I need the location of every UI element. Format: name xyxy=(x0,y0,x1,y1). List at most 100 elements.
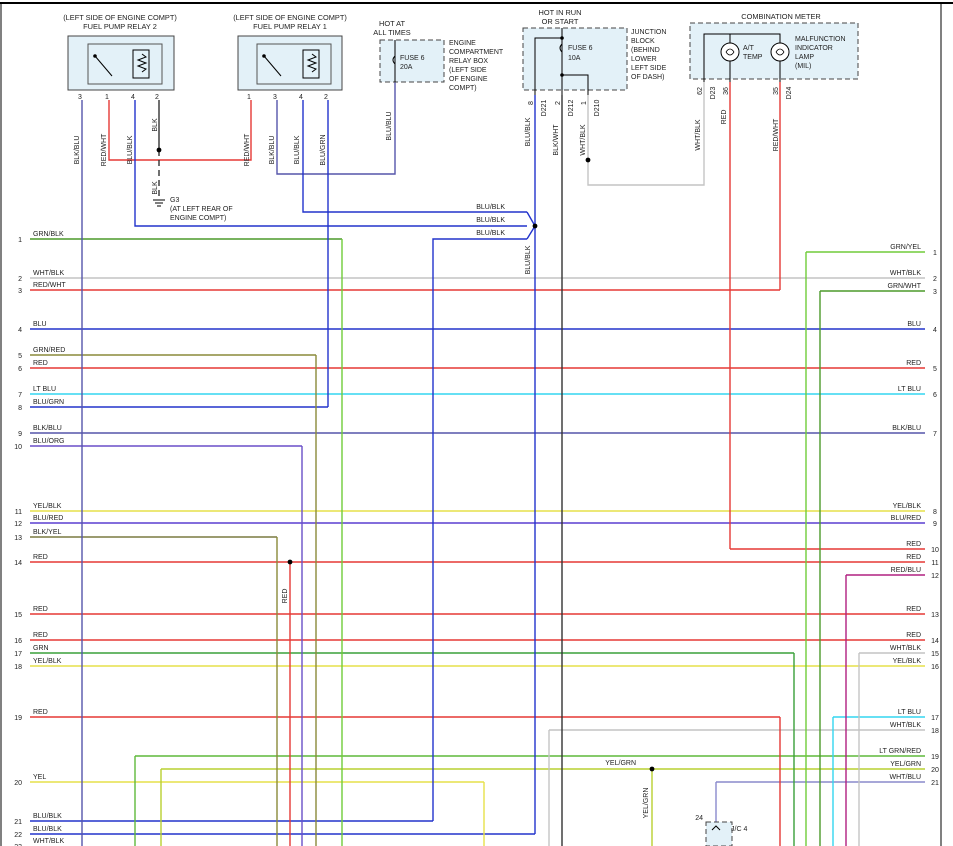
bus-wire-label: BLU/BLK xyxy=(476,204,505,211)
left-wire-color: BLU xyxy=(33,321,47,328)
left-wire-color: RED xyxy=(33,606,48,613)
left-pin-number: 11 xyxy=(15,509,22,516)
ec-box-label: RELAY BOX xyxy=(449,58,488,65)
junction-connector-4: 24 J/C 4 xyxy=(695,815,747,846)
relay2-box xyxy=(67,35,175,91)
left-pin-number: 16 xyxy=(14,638,22,645)
right-wire-color: RED xyxy=(906,632,921,639)
left-pin-number: 22 xyxy=(14,832,22,839)
right-pin-number: 10 xyxy=(931,547,939,554)
ec-box-label: (LEFT SIDE xyxy=(449,67,487,74)
splice-dot xyxy=(560,73,564,77)
wire-v-blublk-relay2 xyxy=(134,100,527,227)
wire-color-label: BLK/WHT xyxy=(553,124,560,156)
right-wire-color: WHT/BLK xyxy=(890,645,921,652)
wire-color-label: BLU/BLK xyxy=(127,135,134,164)
relay2-pin: 3 xyxy=(78,94,82,101)
left-wire-color: BLK/BLU xyxy=(33,425,62,432)
ec-fuse-name: FUSE 6 xyxy=(400,55,425,62)
right-wire-color: YEL/BLK xyxy=(893,658,922,665)
meter-title: COMBINATION METER xyxy=(741,12,821,21)
jc4-box xyxy=(705,821,733,846)
right-wire-color: RED xyxy=(906,554,921,561)
relay2-pin: 2 xyxy=(155,94,159,101)
left-wire-color: BLU/BLK xyxy=(33,813,62,820)
hot-run-label: OR START xyxy=(542,17,579,26)
left-pin-number: 12 xyxy=(14,521,22,528)
ec-fuse-rating: 20A xyxy=(400,64,413,71)
connector-pins: 8 D221 2 D212 1 D210 62 D23 36 35 D24 xyxy=(528,86,793,116)
ground-desc: (AT LEFT REAR OF xyxy=(170,206,233,213)
right-wire-color: WHT/BLU xyxy=(890,774,922,781)
jb-connector: D212 xyxy=(568,100,575,117)
left-pin-number: 21 xyxy=(14,819,22,826)
relay1-box xyxy=(237,35,343,91)
wire-color-label: BLU/BLK xyxy=(525,117,532,146)
left-wire-color: GRN xyxy=(33,645,49,652)
right-pin-number: 3 xyxy=(933,289,937,296)
ground-desc: ENGINE COMPT) xyxy=(170,215,226,222)
fuel-pump-relay-1: (LEFT SIDE OF ENGINE COMPT) FUEL PUMP RE… xyxy=(233,13,347,101)
ec-box-label: COMPARTMENT xyxy=(449,49,504,56)
right-wire-color: GRN/WHT xyxy=(888,283,922,290)
vertical-wires xyxy=(81,80,860,846)
wire-color-label: RED/WHT xyxy=(773,118,780,151)
right-pin-number: 21 xyxy=(931,780,939,787)
wire-color-label: RED xyxy=(721,110,728,125)
left-wire-color: YEL/BLK xyxy=(33,658,62,665)
jb-branch-line xyxy=(562,74,589,95)
wire-color-label: WHT/BLK xyxy=(695,119,702,150)
jb-label: OF DASH) xyxy=(631,74,664,81)
right-pin-number: 11 xyxy=(931,560,938,567)
relay1-pin: 3 xyxy=(273,94,277,101)
left-pin-number: 3 xyxy=(18,288,22,295)
wire-color-label: BLK xyxy=(152,181,159,195)
left-wire-color: RED xyxy=(33,360,48,367)
right-wire-color: YEL/GRN xyxy=(890,761,921,768)
at-temp-label: A/T xyxy=(743,45,755,52)
wire-v-blu-bus xyxy=(432,238,527,821)
left-wire-color: RED xyxy=(33,632,48,639)
right-wire-color: GRN/YEL xyxy=(890,244,921,251)
jc4-pin: 24 xyxy=(695,815,703,822)
jc4-name: J/C 4 xyxy=(731,826,747,833)
wire-color-label: YEL/GRN xyxy=(643,788,650,819)
wire-color-label: BLU/BLU xyxy=(386,111,393,140)
wire-color-label: BLU/BLK xyxy=(294,135,301,164)
relay1-name: FUEL PUMP RELAY 1 xyxy=(253,22,327,31)
bus-wire-label: BLU/BLK xyxy=(476,217,505,224)
relay1-contact-icon xyxy=(262,54,266,58)
relay2-contact-icon xyxy=(93,54,97,58)
left-pin-number: 5 xyxy=(18,353,22,360)
mil-label: (MIL) xyxy=(795,63,811,70)
mil-lamp-icon xyxy=(770,42,790,62)
mil-label: LAMP xyxy=(795,54,814,61)
relay1-title: (LEFT SIDE OF ENGINE COMPT) xyxy=(233,13,347,22)
left-wire-color: WHT/BLK xyxy=(33,838,64,845)
splice-dot xyxy=(649,766,655,772)
jb-fuse-rating: 10A xyxy=(568,55,581,62)
right-pin-number: 1 xyxy=(933,250,937,257)
mid-wire-label: YEL/GRN xyxy=(605,760,636,767)
bus-diag-2 xyxy=(526,225,536,240)
wire-v-redwht-relay2 xyxy=(108,100,252,161)
ground-g3: G3 (AT LEFT REAR OF ENGINE COMPT) xyxy=(153,197,233,222)
wire-color-label: BLK xyxy=(152,118,159,132)
right-pin-number: 19 xyxy=(931,754,939,761)
right-pin-number: 6 xyxy=(933,392,937,399)
left-pin-number: 7 xyxy=(18,392,22,399)
wire-color-label: BLK/BLU xyxy=(74,136,81,165)
left-wire-color: GRN/BLK xyxy=(33,231,64,238)
left-pin-number: 4 xyxy=(18,327,22,334)
relay2-pin: 4 xyxy=(131,94,135,101)
left-pin-number: 6 xyxy=(18,366,22,373)
meter-pin: 62 xyxy=(697,87,704,95)
relay2-inner xyxy=(87,43,163,85)
left-wire-color: WHT/BLK xyxy=(33,270,64,277)
ground-name: G3 xyxy=(170,197,179,204)
left-pin-number: 15 xyxy=(14,612,22,619)
left-connector-rows: 1GRN/BLK2WHT/BLK3RED/WHT4BLU5GRN/RED6RED… xyxy=(14,231,66,846)
left-pin-number: 23 xyxy=(14,844,22,846)
relay2-coil-box xyxy=(132,49,150,79)
